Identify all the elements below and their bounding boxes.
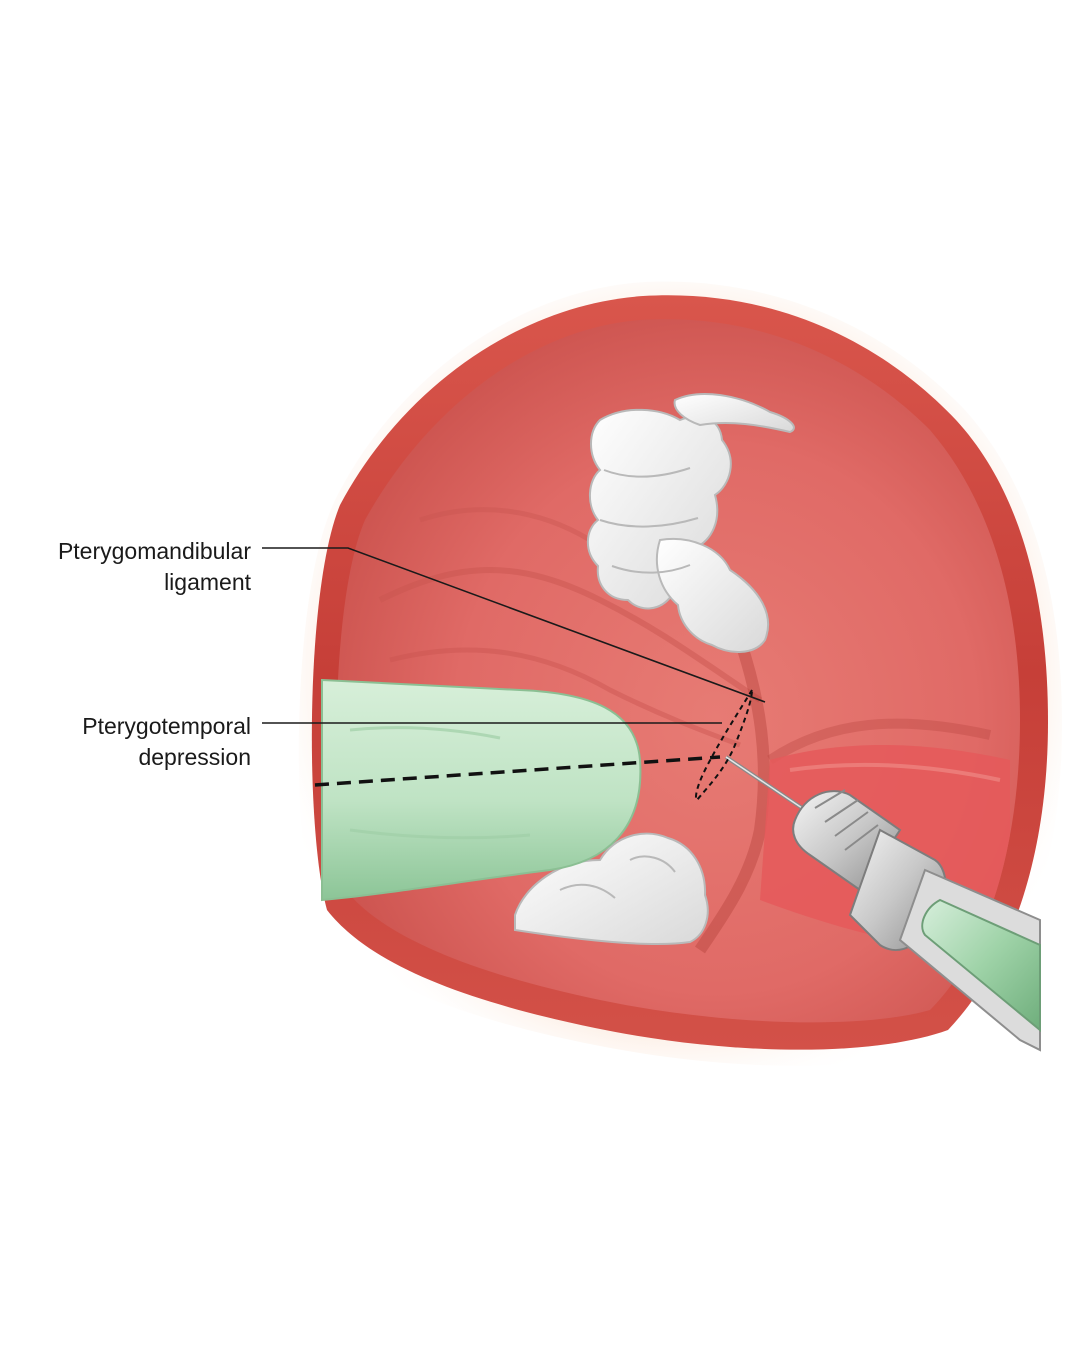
label-line: depression (138, 744, 251, 770)
depression-outline (695, 686, 754, 802)
label-pterygomandibular-ligament: Pterygomandibular ligament (58, 536, 251, 598)
leader-line-ligament (262, 547, 766, 703)
upper-molars (586, 393, 795, 653)
label-pterygotemporal-depression: Pterygotemporal depression (82, 711, 251, 773)
label-line: Pterygotemporal (82, 713, 251, 739)
label-line: ligament (164, 569, 251, 595)
label-line: Pterygomandibular (57, 538, 251, 564)
needle-path-line (314, 755, 721, 787)
gloved-finger (321, 678, 642, 902)
syringe-icon (792, 789, 1041, 1052)
